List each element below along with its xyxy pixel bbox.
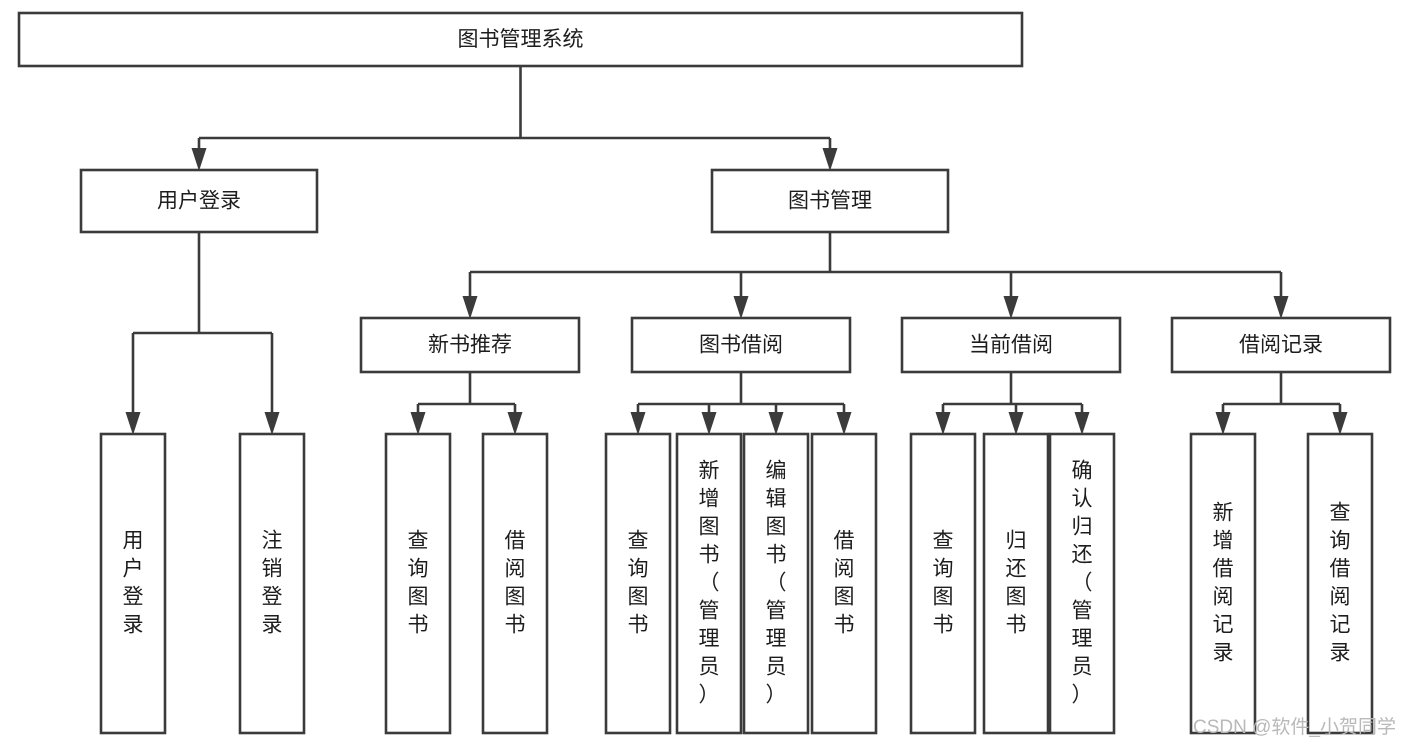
node-box-book-management[interactable] xyxy=(710,168,950,234)
node-box-current-borrow[interactable] xyxy=(900,316,1122,374)
connector-group-root-to-level1 xyxy=(191,66,838,171)
node-box-leaf-user-login[interactable] xyxy=(99,432,167,735)
node-borrow-record[interactable]: 借阅记录 xyxy=(1170,316,1392,374)
node-label-leaf-return-book: 归还图书 xyxy=(1006,530,1027,637)
node-label-leaf-query-book-3: 查询图书 xyxy=(933,530,954,637)
connector-group-newbook-to-leaves xyxy=(410,372,523,435)
node-label-leaf-logout: 注销登录 xyxy=(262,530,283,637)
node-leaf-borrow-book-1[interactable]: 借阅图书 xyxy=(481,432,549,735)
node-leaf-logout[interactable]: 注销登录 xyxy=(238,432,306,735)
node-box-leaf-query-borrow-record[interactable] xyxy=(1306,432,1374,735)
node-layer: 图书管理系统用户登录图书管理新书推荐图书借阅当前借阅借阅记录用户登录注销登录查询… xyxy=(17,11,1392,735)
node-label-leaf-edit-book-admin: 编辑图书（管理员） xyxy=(766,460,787,707)
node-box-leaf-add-book-admin[interactable] xyxy=(675,432,743,735)
arrow-head-leaf-borrow-book-2 xyxy=(836,412,852,435)
node-box-leaf-query-book-2[interactable] xyxy=(604,432,672,735)
arrow-head-borrow-record xyxy=(1273,296,1289,319)
arrow-head-leaf-user-login xyxy=(125,412,141,435)
arrow-head-leaf-add-borrow-record xyxy=(1215,412,1231,435)
connector-group-currentborrow-to-leaves xyxy=(935,372,1090,435)
csdn-watermark: CSDN @软件_小贺同学 xyxy=(1193,716,1396,738)
connector-layer xyxy=(125,66,1348,435)
node-box-leaf-edit-book-admin[interactable] xyxy=(742,432,810,735)
node-box-user-login[interactable] xyxy=(79,168,319,234)
node-label-root: 图书管理系统 xyxy=(458,28,584,51)
arrow-head-leaf-edit-book-admin xyxy=(768,412,784,435)
node-label-current-borrow: 当前借阅 xyxy=(969,334,1053,357)
node-leaf-add-book-admin[interactable]: 新增图书（管理员） xyxy=(675,432,743,735)
arrow-head-leaf-return-book xyxy=(1008,412,1024,435)
node-box-new-book-recommend[interactable] xyxy=(359,316,581,374)
node-leaf-query-book-1[interactable]: 查询图书 xyxy=(384,432,452,735)
arrow-head-leaf-query-borrow-record xyxy=(1332,412,1348,435)
node-box-leaf-borrow-book-2[interactable] xyxy=(810,432,878,735)
node-box-root[interactable] xyxy=(17,11,1024,68)
node-box-leaf-return-book[interactable] xyxy=(982,432,1050,735)
node-leaf-user-login[interactable]: 用户登录 xyxy=(99,432,167,735)
arrow-head-leaf-query-book-3 xyxy=(935,412,951,435)
node-label-new-book-recommend: 新书推荐 xyxy=(428,334,512,357)
node-book-management[interactable]: 图书管理 xyxy=(710,168,950,234)
node-label-leaf-confirm-return-admin: 确认归还（管理员） xyxy=(1072,460,1093,707)
arrow-head-current-borrow xyxy=(1003,296,1019,319)
node-box-leaf-query-book-3[interactable] xyxy=(909,432,977,735)
connector-group-borrowrecord-to-leaves xyxy=(1215,372,1348,435)
node-leaf-confirm-return-admin[interactable]: 确认归还（管理员） xyxy=(1048,432,1116,735)
node-box-leaf-add-borrow-record[interactable] xyxy=(1189,432,1257,735)
node-leaf-edit-book-admin[interactable]: 编辑图书（管理员） xyxy=(742,432,810,735)
node-label-book-management: 图书管理 xyxy=(788,190,872,213)
node-leaf-return-book[interactable]: 归还图书 xyxy=(982,432,1050,735)
connector-group-bookmgmt-to-level2 xyxy=(462,232,1289,319)
node-user-login[interactable]: 用户登录 xyxy=(79,168,319,234)
arrow-head-new-book-recommend xyxy=(462,296,478,319)
node-label-leaf-add-book-admin: 新增图书（管理员） xyxy=(699,460,720,707)
node-box-book-borrow[interactable] xyxy=(630,316,852,374)
arrow-head-leaf-borrow-book-1 xyxy=(507,412,523,435)
node-label-leaf-borrow-book-1: 借阅图书 xyxy=(505,530,526,637)
node-label-book-borrow: 图书借阅 xyxy=(699,334,783,357)
node-book-borrow[interactable]: 图书借阅 xyxy=(630,316,852,374)
arrow-head-user-login xyxy=(191,148,207,171)
node-label-user-login: 用户登录 xyxy=(157,190,241,213)
node-label-leaf-query-book-1: 查询图书 xyxy=(408,530,429,637)
arrow-head-leaf-query-book-1 xyxy=(410,412,426,435)
node-box-borrow-record[interactable] xyxy=(1170,316,1392,374)
node-root[interactable]: 图书管理系统 xyxy=(17,11,1024,68)
node-leaf-query-book-2[interactable]: 查询图书 xyxy=(604,432,672,735)
node-leaf-query-book-3[interactable]: 查询图书 xyxy=(909,432,977,735)
connector-group-bookborrow-to-leaves xyxy=(630,372,852,435)
node-label-leaf-add-borrow-record: 新增借阅记录 xyxy=(1213,502,1234,665)
arrow-head-book-management xyxy=(822,148,838,171)
node-leaf-borrow-book-2[interactable]: 借阅图书 xyxy=(810,432,878,735)
node-leaf-query-borrow-record[interactable]: 查询借阅记录 xyxy=(1306,432,1374,735)
node-current-borrow[interactable]: 当前借阅 xyxy=(900,316,1122,374)
node-label-leaf-query-book-2: 查询图书 xyxy=(628,530,649,637)
node-box-leaf-confirm-return-admin[interactable] xyxy=(1048,432,1116,735)
node-box-leaf-query-book-1[interactable] xyxy=(384,432,452,735)
node-new-book-recommend[interactable]: 新书推荐 xyxy=(359,316,581,374)
arrow-head-leaf-confirm-return-admin xyxy=(1074,412,1090,435)
node-box-leaf-logout[interactable] xyxy=(238,432,306,735)
node-label-leaf-query-borrow-record: 查询借阅记录 xyxy=(1330,502,1351,665)
node-leaf-add-borrow-record[interactable]: 新增借阅记录 xyxy=(1189,432,1257,735)
arrow-head-book-borrow xyxy=(733,296,749,319)
node-box-leaf-borrow-book-1[interactable] xyxy=(481,432,549,735)
node-label-borrow-record: 借阅记录 xyxy=(1239,334,1323,357)
node-label-leaf-user-login: 用户登录 xyxy=(123,530,144,637)
node-label-leaf-borrow-book-2: 借阅图书 xyxy=(834,530,855,637)
arrow-head-leaf-add-book-admin xyxy=(701,412,717,435)
arrow-head-leaf-logout xyxy=(264,412,280,435)
connector-group-userlogin-to-leaves xyxy=(125,232,280,435)
arrow-head-leaf-query-book-2 xyxy=(630,412,646,435)
